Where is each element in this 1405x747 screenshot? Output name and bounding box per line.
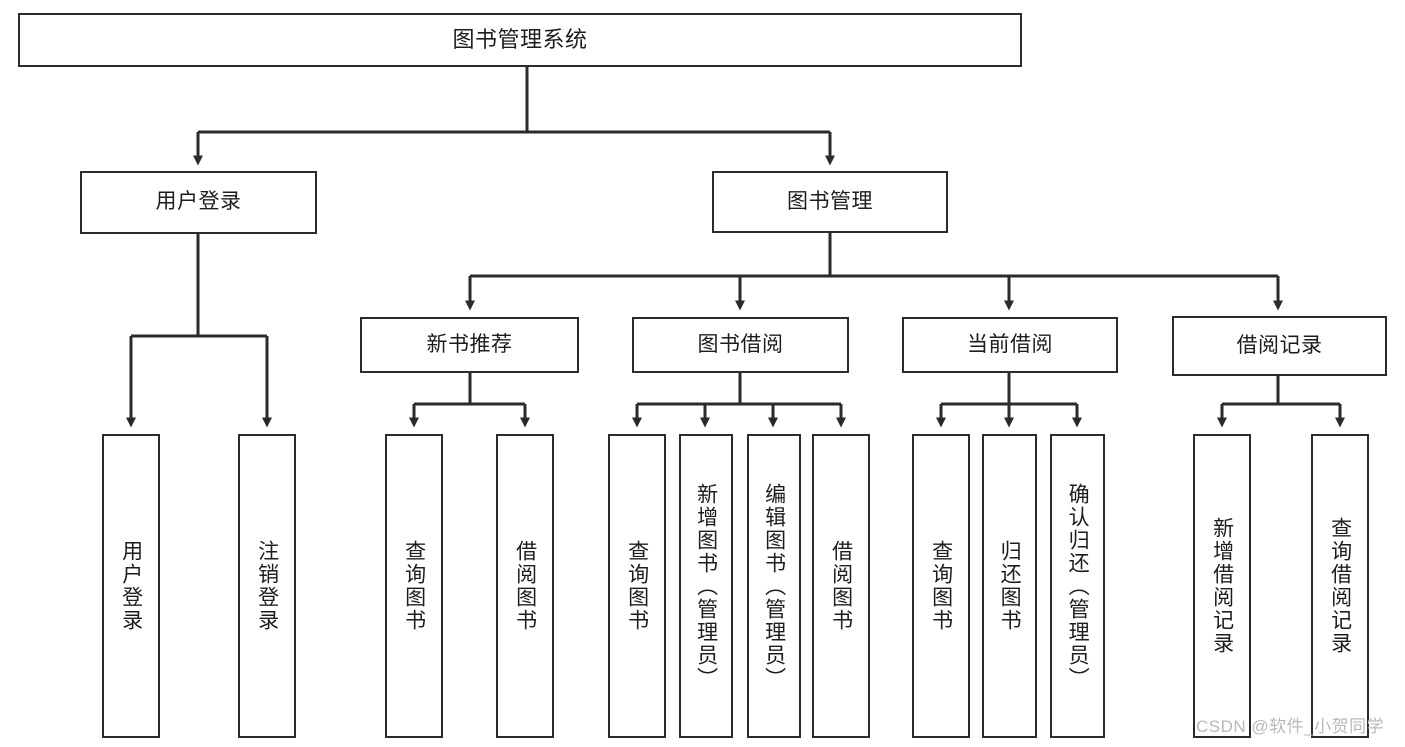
leaf-label: 用户登录 <box>119 540 143 632</box>
leaf-label: 查询图书 <box>929 540 953 632</box>
leaf-label: 新增借阅记录 <box>1210 517 1234 655</box>
leaf-label: 确认归还（管理员） <box>1066 482 1090 690</box>
node-label: 当前借阅 <box>967 332 1053 356</box>
leaf-label: 注销登录 <box>255 540 279 632</box>
node-label: 用户登录 <box>155 190 242 214</box>
leaf-label: 查询图书 <box>625 540 649 632</box>
leaf-label: 归还图书 <box>998 540 1022 632</box>
node-book-borrow[interactable]: 图书借阅 <box>632 317 849 373</box>
leaf-label: 借阅图书 <box>829 540 853 632</box>
node-user-login[interactable]: 用户登录 <box>80 171 317 234</box>
leaf-label: 查询借阅记录 <box>1328 517 1352 655</box>
node-book-management[interactable]: 图书管理 <box>712 171 948 233</box>
leaf-label: 查询图书 <box>402 540 426 632</box>
leaf-user-login-login[interactable]: 用户登录 <box>102 434 160 738</box>
node-root-system[interactable]: 图书管理系统 <box>18 13 1022 67</box>
node-new-book-recommend[interactable]: 新书推荐 <box>360 317 579 373</box>
leaf-new-book-query[interactable]: 查询图书 <box>385 434 443 738</box>
leaf-borrow-query-book[interactable]: 查询图书 <box>608 434 666 738</box>
node-label: 图书管理 <box>787 189 873 213</box>
leaf-record-add-record[interactable]: 新增借阅记录 <box>1193 434 1251 738</box>
leaf-label: 借阅图书 <box>513 540 537 632</box>
leaf-record-query-record[interactable]: 查询借阅记录 <box>1311 434 1369 738</box>
leaf-user-login-logout[interactable]: 注销登录 <box>238 434 296 738</box>
node-label: 借阅记录 <box>1236 333 1323 357</box>
node-label: 图书借阅 <box>697 332 784 356</box>
leaf-borrow-borrow-book[interactable]: 借阅图书 <box>812 434 870 738</box>
leaf-label: 编辑图书（管理员） <box>762 482 786 690</box>
leaf-current-query-book[interactable]: 查询图书 <box>912 434 970 738</box>
leaf-borrow-add-book-admin[interactable]: 新增图书（管理员） <box>679 434 733 738</box>
leaf-borrow-edit-book-admin[interactable]: 编辑图书（管理员） <box>747 434 801 738</box>
leaf-current-return-book[interactable]: 归还图书 <box>982 434 1037 738</box>
leaf-current-confirm-return-admin[interactable]: 确认归还（管理员） <box>1050 434 1105 738</box>
node-current-borrow[interactable]: 当前借阅 <box>902 317 1118 373</box>
node-label: 图书管理系统 <box>452 27 588 53</box>
csdn-watermark: CSDN @软件_小贺同学 <box>1196 717 1385 736</box>
node-borrow-record[interactable]: 借阅记录 <box>1172 316 1387 376</box>
leaf-new-book-borrow[interactable]: 借阅图书 <box>496 434 554 738</box>
leaf-label: 新增图书（管理员） <box>694 482 718 690</box>
node-label: 新书推荐 <box>426 332 513 356</box>
